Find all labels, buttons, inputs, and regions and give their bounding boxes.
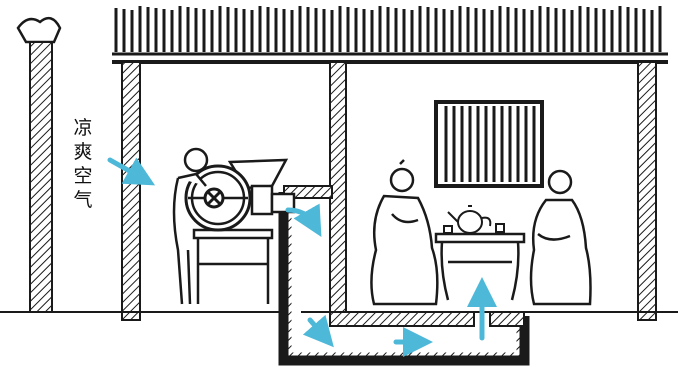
cups (443, 223, 505, 234)
teapot (447, 205, 492, 234)
airflow-arrows (107, 157, 497, 357)
airflow-arrow-duct-down (302, 314, 334, 348)
lattice-window (434, 100, 544, 188)
cool-air-label: 凉爽空气 (73, 117, 93, 211)
standing-worker (172, 147, 209, 305)
right-pillar (637, 61, 657, 321)
roof-eave (112, 6, 668, 64)
left-wall-pillar (121, 61, 141, 321)
seated-man-left (370, 159, 439, 306)
airflow-arrow-inlet (107, 157, 156, 186)
table (434, 232, 526, 301)
seated-man-right (529, 169, 592, 306)
airflow-arrow-fan-outlet (285, 203, 322, 238)
outer-column (16, 16, 62, 313)
